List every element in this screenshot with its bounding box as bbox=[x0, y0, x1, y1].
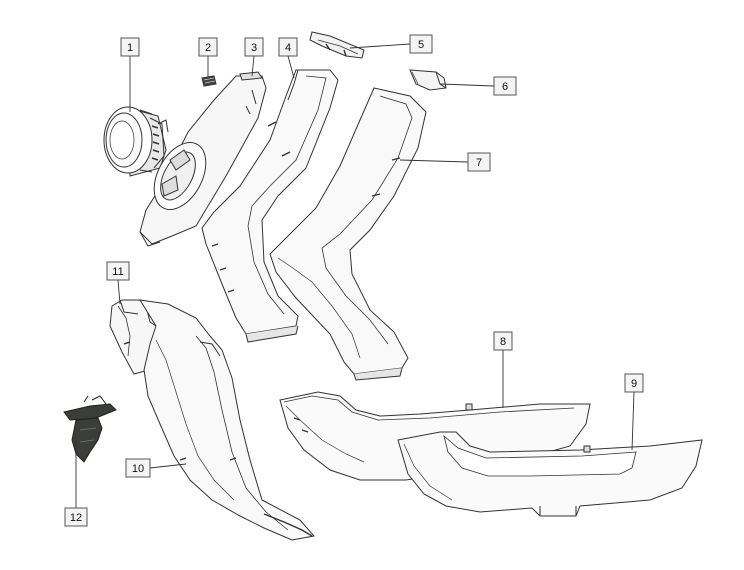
callout-12: 12 bbox=[64, 507, 88, 527]
callout-label: 5 bbox=[418, 39, 424, 51]
callout-label: 12 bbox=[70, 512, 82, 524]
callout-7: 7 bbox=[467, 152, 491, 172]
part-9-floor-board bbox=[398, 432, 702, 516]
callout-label: 9 bbox=[631, 378, 637, 390]
callout-label: 10 bbox=[132, 463, 144, 475]
part-1-gauge bbox=[104, 107, 168, 176]
callout-label: 6 bbox=[502, 81, 508, 93]
callout-5: 5 bbox=[409, 34, 433, 54]
callout-label: 7 bbox=[476, 157, 482, 169]
part-4-inner-frame bbox=[202, 70, 338, 342]
callout-1: 1 bbox=[120, 37, 140, 57]
callout-6: 6 bbox=[493, 76, 517, 96]
callout-label: 2 bbox=[205, 42, 211, 54]
part-12-push-rivet bbox=[64, 396, 116, 462]
callout-10: 10 bbox=[125, 458, 151, 478]
callout-label: 8 bbox=[500, 336, 506, 348]
callout-4: 4 bbox=[278, 37, 298, 57]
callout-8: 8 bbox=[493, 331, 513, 351]
callout-2: 2 bbox=[198, 37, 218, 57]
callout-11: 11 bbox=[106, 261, 130, 281]
part-3-dash-panel bbox=[140, 72, 266, 246]
part-6-bracket bbox=[410, 70, 446, 90]
part-10-front-cover bbox=[140, 300, 314, 540]
leader-lines bbox=[75, 43, 635, 508]
callout-label: 1 bbox=[127, 42, 133, 54]
callout-label: 3 bbox=[251, 42, 257, 54]
part-7-leg-shield bbox=[270, 88, 426, 380]
part-2-clip bbox=[202, 76, 216, 86]
callout-3: 3 bbox=[244, 37, 264, 57]
callout-9: 9 bbox=[624, 373, 644, 393]
callout-label: 11 bbox=[112, 266, 123, 278]
callout-label: 4 bbox=[285, 42, 291, 54]
part-5-trim-strip bbox=[310, 32, 364, 58]
